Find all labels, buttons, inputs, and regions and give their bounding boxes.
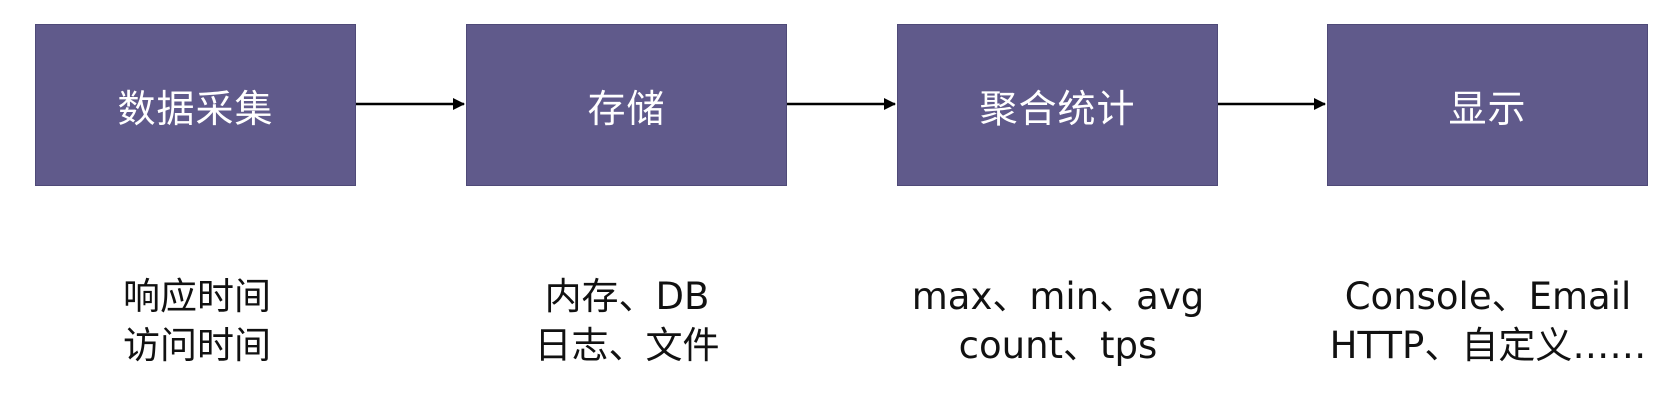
detail-line: 日志、文件 xyxy=(534,324,720,367)
detail-line: 内存、DB xyxy=(544,275,710,318)
detail-line: 响应时间 xyxy=(123,275,271,318)
step-box-storage: 存储 xyxy=(466,24,787,186)
step-details-storage: 内存、DB 日志、文件 xyxy=(417,272,837,370)
step-details-data-collection: 响应时间 访问时间 xyxy=(0,272,407,370)
step-details-display: Console、Email HTTP、自定义…… xyxy=(1278,272,1678,370)
step-details-aggregation: max、min、avg count、tps xyxy=(848,272,1268,370)
detail-line: Console、Email xyxy=(1344,275,1632,318)
detail-line: count、tps xyxy=(958,324,1158,367)
step-label: 聚合统计 xyxy=(979,86,1136,131)
step-box-display: 显示 xyxy=(1327,24,1648,186)
detail-line: max、min、avg xyxy=(911,275,1205,318)
step-box-aggregation: 聚合统计 xyxy=(897,24,1218,186)
detail-line: HTTP、自定义…… xyxy=(1329,324,1647,367)
step-label: 显示 xyxy=(1448,86,1527,131)
detail-line: 访问时间 xyxy=(123,324,271,367)
step-label: 数据采集 xyxy=(117,86,274,131)
step-box-data-collection: 数据采集 xyxy=(35,24,356,186)
step-label: 存储 xyxy=(587,86,666,131)
